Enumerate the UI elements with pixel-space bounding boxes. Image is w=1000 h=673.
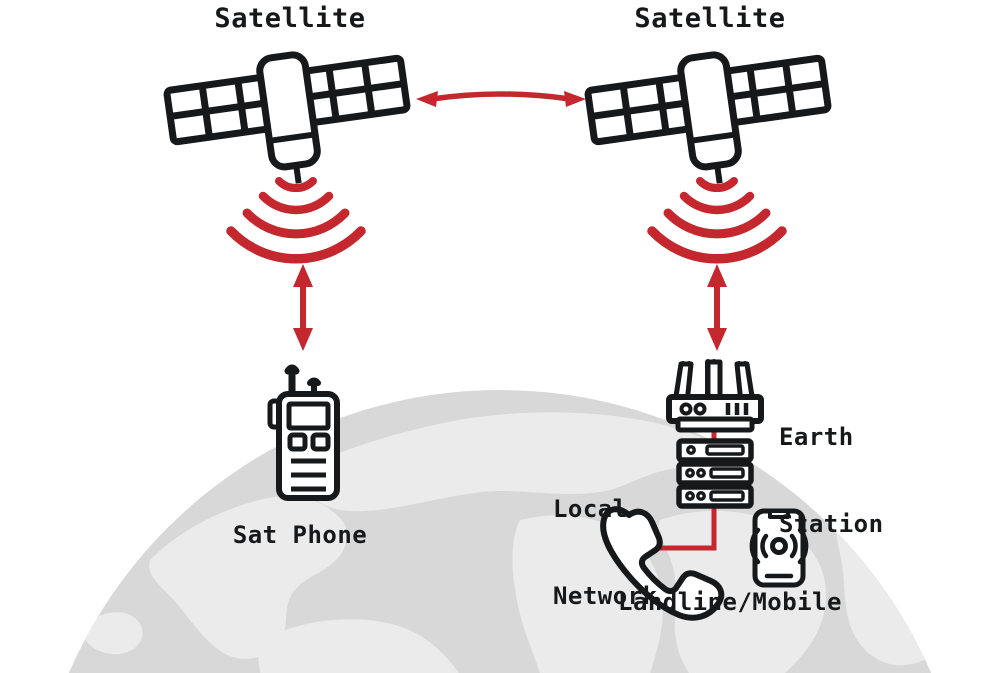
sat-phone-label: Sat Phone	[232, 521, 368, 549]
mobile-phone-icon	[749, 508, 809, 588]
local-network-label: Local Network	[553, 436, 658, 670]
uplink-arrow-right	[707, 264, 727, 351]
earth-station-label-line2: Station	[779, 510, 884, 539]
landline-mobile-label: Landline/Mobile	[618, 588, 842, 616]
radio-waves-right-icon	[652, 181, 782, 259]
local-network-label-line2: Network	[553, 582, 658, 611]
radio-waves-left-icon	[231, 181, 361, 259]
uplink-arrow-left	[293, 264, 313, 351]
satellite-left-label: Satellite	[214, 3, 366, 34]
satellite-right-label: Satellite	[634, 3, 786, 34]
sat-phone-icon	[267, 364, 340, 501]
server-stack-icon	[676, 438, 754, 509]
telephone-handset-icon	[600, 506, 725, 621]
earth-station-label-line1: Earth	[779, 422, 854, 451]
satellite-right-icon	[588, 53, 829, 186]
satellite-left-icon	[167, 53, 408, 186]
router-icon	[666, 359, 764, 433]
earth-station-label: Earth Station	[779, 364, 884, 598]
inter-satellite-link-arrow	[416, 91, 586, 107]
local-network-label-line1: Local	[553, 494, 628, 523]
